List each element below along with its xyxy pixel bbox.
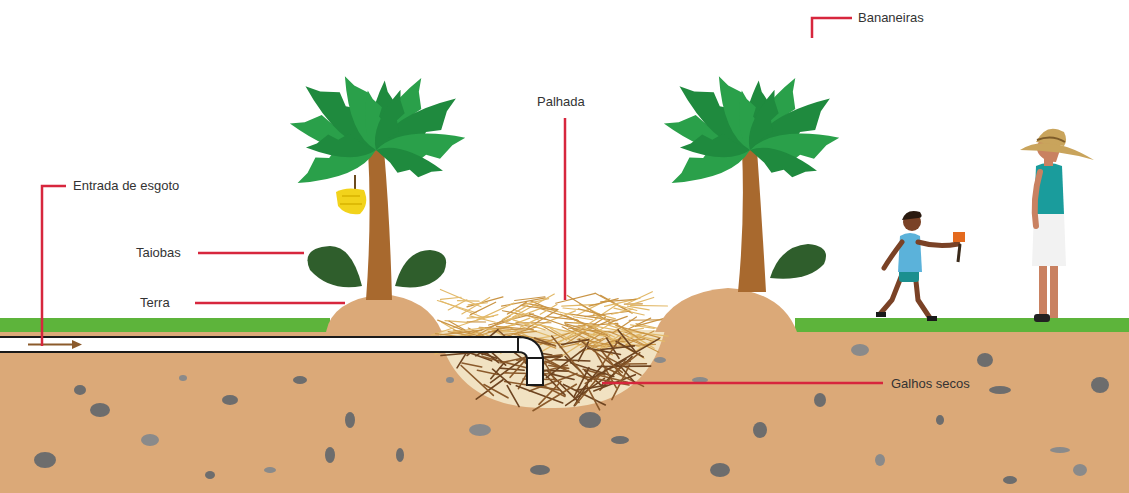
soil-mound <box>655 288 797 332</box>
part-label: Palhada <box>537 94 585 110</box>
woman <box>1020 129 1094 322</box>
part-label: Terra <box>140 295 170 311</box>
boy <box>876 211 965 321</box>
leader-lines <box>42 18 883 383</box>
part-label: Galhos secos <box>891 376 970 392</box>
taioba-leaves <box>308 244 827 287</box>
part-label: Bananeiras <box>858 10 924 26</box>
banana-trees <box>287 69 842 300</box>
banana-bunch <box>336 175 366 214</box>
soil <box>0 330 1129 493</box>
sewage-pipe <box>0 337 543 385</box>
part-label: Taiobas <box>136 245 181 261</box>
rocks <box>34 340 1109 484</box>
part-label: Entrada de esgoto <box>73 178 179 194</box>
